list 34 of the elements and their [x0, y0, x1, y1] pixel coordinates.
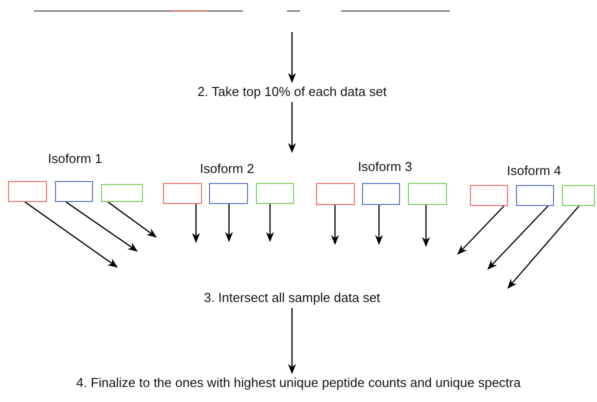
group-label: Isoform 1 [46, 150, 104, 168]
box [562, 185, 595, 206]
arrow [288, 32, 296, 83]
box [516, 185, 554, 206]
group-label: Isoform 4 [506, 162, 562, 180]
step-text: 3. Intersect all sample data set [142, 288, 442, 308]
arrow [192, 204, 200, 243]
arrow [288, 308, 296, 374]
box [316, 183, 355, 205]
group-label: Isoform 3 [356, 158, 414, 176]
arrow [487, 206, 548, 270]
box [101, 184, 143, 202]
box [209, 183, 248, 204]
box [163, 183, 202, 204]
step-text: 4. Finalize to the ones with highest unique peptide counts and unique spectra [0, 373, 597, 393]
arrow [266, 204, 274, 242]
arrow [457, 206, 504, 255]
box [8, 181, 47, 202]
box [362, 183, 400, 205]
arrow [331, 205, 339, 245]
step-text: 2. Take top 10% of each data set [142, 82, 442, 102]
arrow [375, 205, 383, 245]
arrow [225, 204, 233, 242]
arrow [507, 206, 580, 289]
box [55, 181, 93, 202]
arrow [288, 102, 296, 153]
box [256, 183, 294, 204]
box [470, 185, 508, 206]
arrow [24, 202, 118, 268]
arrow [422, 205, 430, 247]
arrow [66, 202, 138, 252]
group-label: Isoform 2 [198, 160, 256, 178]
arrow [108, 202, 157, 238]
box [408, 183, 447, 205]
